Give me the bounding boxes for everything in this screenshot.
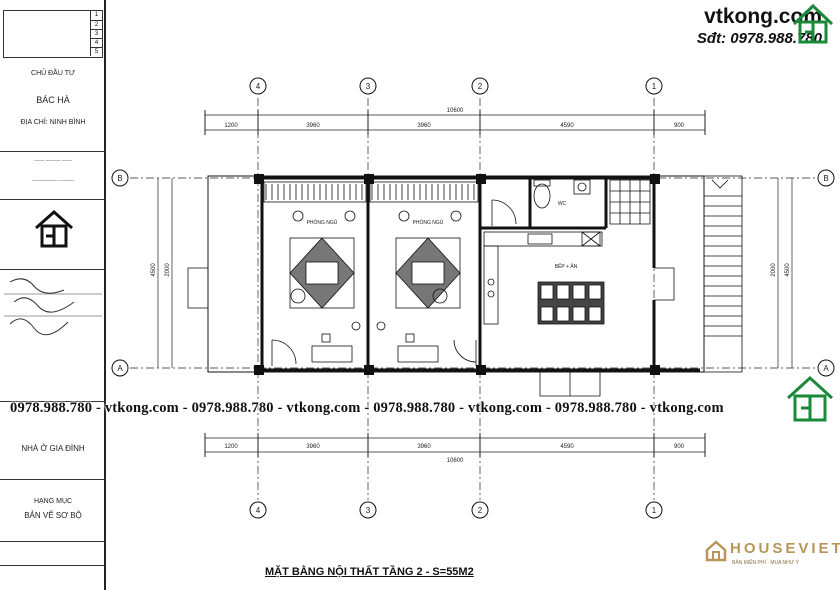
grid-col-2: 2 [478,506,483,515]
dim-bottom-total: 10600 [447,458,464,464]
house-logo-icon [35,209,73,248]
grid-row-a: A [117,364,123,373]
design-line: —— ——— —— [34,158,72,164]
project-block: NHÀ Ở GIA ĐÌNH [0,430,106,480]
dim-bottom-part: 3960 [306,444,320,450]
signatures-icon [4,278,102,336]
item-label: HẠNG MỤC [33,498,73,505]
title-block: 1 2 3 4 5 CHỦ ĐẦU TƯ BÁC HÀ ĐỊA CHỈ: NIN… [0,0,106,590]
grid-col-1: 1 [652,506,657,515]
house-logo-icon [792,3,834,44]
room-label-bedroom-1: PHÒNG NGỦ [307,219,338,226]
drawing-caption: MẶT BẰNG NỘI THẤT TẦNG 2 - S=55M2 [265,566,474,578]
dim-top-part: 900 [674,123,685,129]
dim-left-part: 2000 [165,263,171,277]
dim-top-part: 4590 [560,123,574,129]
owner-block: CHỦ ĐẦU TƯ BÁC HÀ ĐỊA CHỈ: NINH BÌNH [0,60,106,152]
revision-row: 5 [90,47,102,56]
brand-site: vtkong.com [704,5,822,28]
dim-bottom-part: 3960 [417,444,431,450]
owner-name: BÁC HÀ [36,95,70,105]
houseviet-icon [705,540,727,562]
logo-block [0,200,106,270]
grid-row-b: B [823,174,828,183]
dim-left-total: 4500 [151,263,157,277]
brand-phone: Sđt: 0978.988.780 [696,30,822,47]
grid-col-4: 4 [256,506,261,515]
owner-address: ĐỊA CHỈ: NINH BÌNH [20,119,86,126]
item-block: HẠNG MỤC BẢN VẼ SƠ BỘ [0,480,106,542]
dim-bottom-part: 1200 [224,444,238,450]
caption-main: MẶT BẰNG NỘI THẤT TẦNG 2 - S=55M2 [265,566,474,578]
grid-row-a: A [823,364,829,373]
design-unit-block: —— ——— —— ————— ——— [0,152,106,200]
revision-row: 1 [90,11,102,20]
item-value: BẢN VẼ SƠ BỘ [24,511,82,520]
grid-col-4: 4 [256,82,261,91]
revision-row: 2 [90,20,102,29]
grid-row-b: B [117,174,122,183]
project-name: NHÀ Ở GIA ĐÌNH [21,444,85,453]
room-label-kitchen: BẾP + ĂN [555,263,578,270]
grid-col-3: 3 [366,82,371,91]
houseviet-logo: HOUSEVIET BẢN MIỄN PHÍ · MUA NHƯ Ý [705,540,840,567]
dim-bottom-part: 4590 [560,444,574,450]
houseviet-tagline: BẢN MIỄN PHÍ · MUA NHƯ Ý [732,560,799,566]
room-label-bedroom-2: PHÒNG NGỦ [413,219,444,226]
houseviet-name: HOUSEVIET [730,540,840,557]
house-logo-icon [786,375,834,422]
revision-table: 1 2 3 4 5 [3,10,103,58]
grid-col-1: 1 [652,82,657,91]
grid-col-3: 3 [366,506,371,515]
dim-bottom-part: 900 [674,444,685,450]
grid-col-2: 2 [478,82,483,91]
dim-top-part: 1200 [224,123,238,129]
design-line: ————— ——— [32,178,74,184]
dim-top-total: 10600 [447,108,464,114]
sheet-info-block [0,542,106,566]
revision-row: 4 [90,38,102,47]
watermark-text: 0978.988.780 - vtkong.com - 0978.988.780… [10,400,724,416]
revision-row: 3 [90,29,102,38]
dim-right-total: 4500 [785,263,791,277]
dim-right-part: 2000 [771,263,777,277]
drawing-block [0,342,106,402]
owner-label: CHỦ ĐẦU TƯ [31,70,75,77]
dim-top-part: 3960 [417,123,431,129]
brand-block: vtkong.com Sđt: 0978.988.780 [696,5,822,48]
room-label-wc: WC [558,201,567,207]
dim-top-part: 3960 [306,123,320,129]
